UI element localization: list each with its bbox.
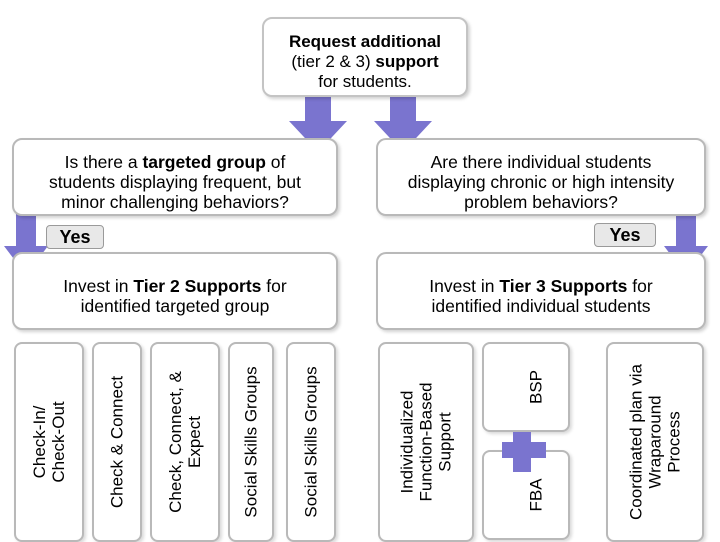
ifbs-line1: Individualized	[397, 390, 417, 494]
tier3-invest-part2: for	[627, 276, 653, 296]
individual-students-question-text: Are there individual students displaying…	[376, 152, 706, 212]
right-question-line3: problem behaviors?	[464, 192, 618, 212]
ifbs-line3: Support	[435, 412, 455, 472]
request-line2-part1: (tier 2 & 3)	[291, 52, 376, 71]
request-line3: for students.	[318, 72, 412, 91]
tier3-invest-bold: Tier 3 Supports	[499, 276, 628, 296]
bsp-label: BSP	[526, 369, 546, 405]
tier3-invest-part1: Invest in	[429, 276, 500, 296]
cce-line1: Check, Connect, &	[166, 371, 185, 513]
cico-line1: Check-In/	[30, 405, 49, 479]
wrap-line3: Process	[664, 411, 684, 473]
check-and-connect-box: Check & Connect	[92, 342, 142, 542]
tier2-invest-line2: identified targeted group	[80, 296, 270, 316]
individual-students-question-box	[376, 138, 706, 216]
arrow-top-to-left-question	[289, 95, 347, 152]
wrap-line1: Coordinated plan via	[626, 364, 646, 520]
yes-label-left: Yes	[46, 225, 104, 249]
left-question-bold: targeted group	[142, 152, 266, 172]
tier2-invest-bold: Tier 2 Supports	[133, 276, 262, 296]
tier2-invest-box	[12, 252, 338, 330]
individualized-function-based-support-box: Individualized Function-Based Support	[378, 342, 474, 542]
targeted-group-question-text: Is there a targeted group of students di…	[12, 152, 338, 212]
request-support-box	[262, 17, 468, 97]
targeted-group-question-box	[12, 138, 338, 216]
request-line2: (tier 2 & 3) support	[262, 52, 468, 72]
tier2-invest-line1: Invest in Tier 2 Supports for	[12, 276, 338, 296]
bsp-box: BSP	[482, 342, 570, 432]
social-skills-groups-box-2: Social Skills Groups	[286, 342, 336, 542]
request-line2-bold: support	[375, 52, 439, 71]
right-question-line2: displaying chronic or high intensity	[407, 172, 675, 192]
wraparound-process-label: Coordinated plan via Wraparound Process	[627, 364, 684, 520]
tier3-invest-line2: identified individual students	[431, 296, 651, 316]
wrap-line2: Wraparound	[645, 395, 665, 489]
social-skills-groups-box-1: Social Skills Groups	[228, 342, 274, 542]
request-line1: Request additional	[288, 32, 442, 51]
check-connect-expect-label: Check, Connect, & Expect	[166, 371, 204, 513]
tier3-invest-text: Invest in Tier 3 Supports for identified…	[376, 276, 706, 316]
left-question-part1: Is there a	[64, 152, 143, 172]
fba-label: FBA	[526, 478, 546, 512]
yes-label-right: Yes	[594, 223, 656, 247]
ifbs-line2: Function-Based	[416, 382, 436, 502]
left-question-line1: Is there a targeted group of	[12, 152, 338, 172]
left-question-part2: of	[265, 152, 286, 172]
individualized-function-based-support-label: Individualized Function-Based Support	[398, 382, 455, 501]
check-in-check-out-label: Check-In/ Check-Out	[30, 401, 68, 482]
left-question-line3: minor challenging behaviors?	[61, 192, 289, 212]
cico-line2: Check-Out	[49, 401, 68, 483]
tier3-invest-line1: Invest in Tier 3 Supports for	[376, 276, 706, 296]
wraparound-process-box: Coordinated plan via Wraparound Process	[606, 342, 704, 542]
cce-line2: Expect	[185, 416, 204, 468]
left-question-line2: students displaying frequent, but	[49, 172, 301, 192]
check-connect-expect-box: Check, Connect, & Expect	[150, 342, 220, 542]
arrow-top-to-right-question	[374, 95, 432, 152]
tier3-invest-box	[376, 252, 706, 330]
request-support-text: Request additional (tier 2 & 3) support …	[262, 32, 468, 92]
check-and-connect-label: Check & Connect	[107, 375, 127, 509]
social-skills-groups-label-1: Social Skills Groups	[241, 366, 261, 518]
tier2-invest-text: Invest in Tier 2 Supports for identified…	[12, 276, 338, 316]
fba-box: FBA	[482, 450, 570, 540]
check-in-check-out-box: Check-In/ Check-Out	[14, 342, 84, 542]
tier2-invest-part2: for	[261, 276, 287, 296]
right-question-line1: Are there individual students	[430, 152, 652, 172]
social-skills-groups-label-2: Social Skills Groups	[301, 366, 321, 518]
tier2-invest-part1: Invest in	[63, 276, 134, 296]
